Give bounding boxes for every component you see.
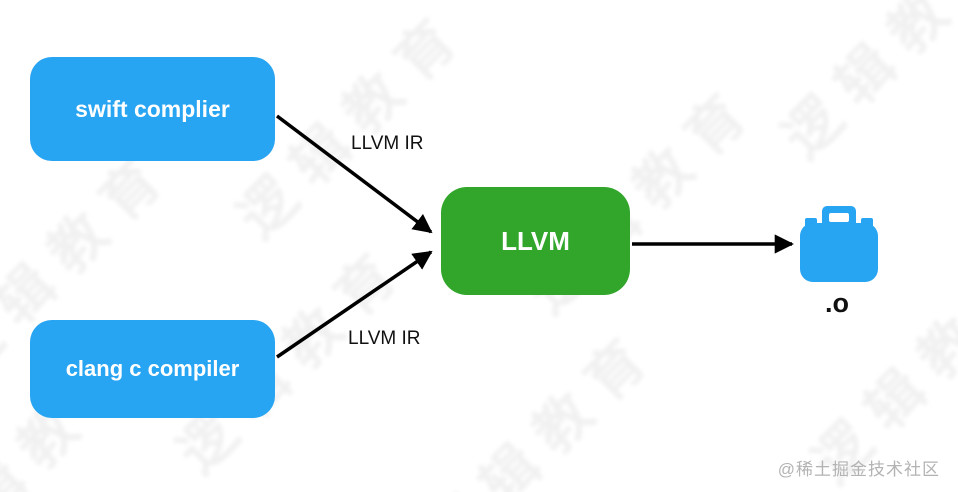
watermark-text: 逻辑教育 [770,0,958,170]
node-llvm: LLVM [441,187,630,295]
edge-label-llvm-ir-top: LLVM IR [351,133,424,154]
node-clang-c-compiler-label: clang c compiler [65,356,240,381]
node-swift-compiler-label: swift complier [75,95,230,122]
credit-watermark: @稀土掘金技术社区 [777,460,940,479]
output-file-label: .o [825,288,849,318]
watermark-text: 逻辑教育 [415,315,670,492]
briefcase-icon [800,206,878,282]
edge-label-llvm-ir-bottom: LLVM IR [348,328,421,349]
node-clang-c-compiler: clang c compiler [30,320,275,418]
node-swift-compiler: swift complier [30,57,275,161]
node-llvm-label: LLVM [501,225,570,256]
